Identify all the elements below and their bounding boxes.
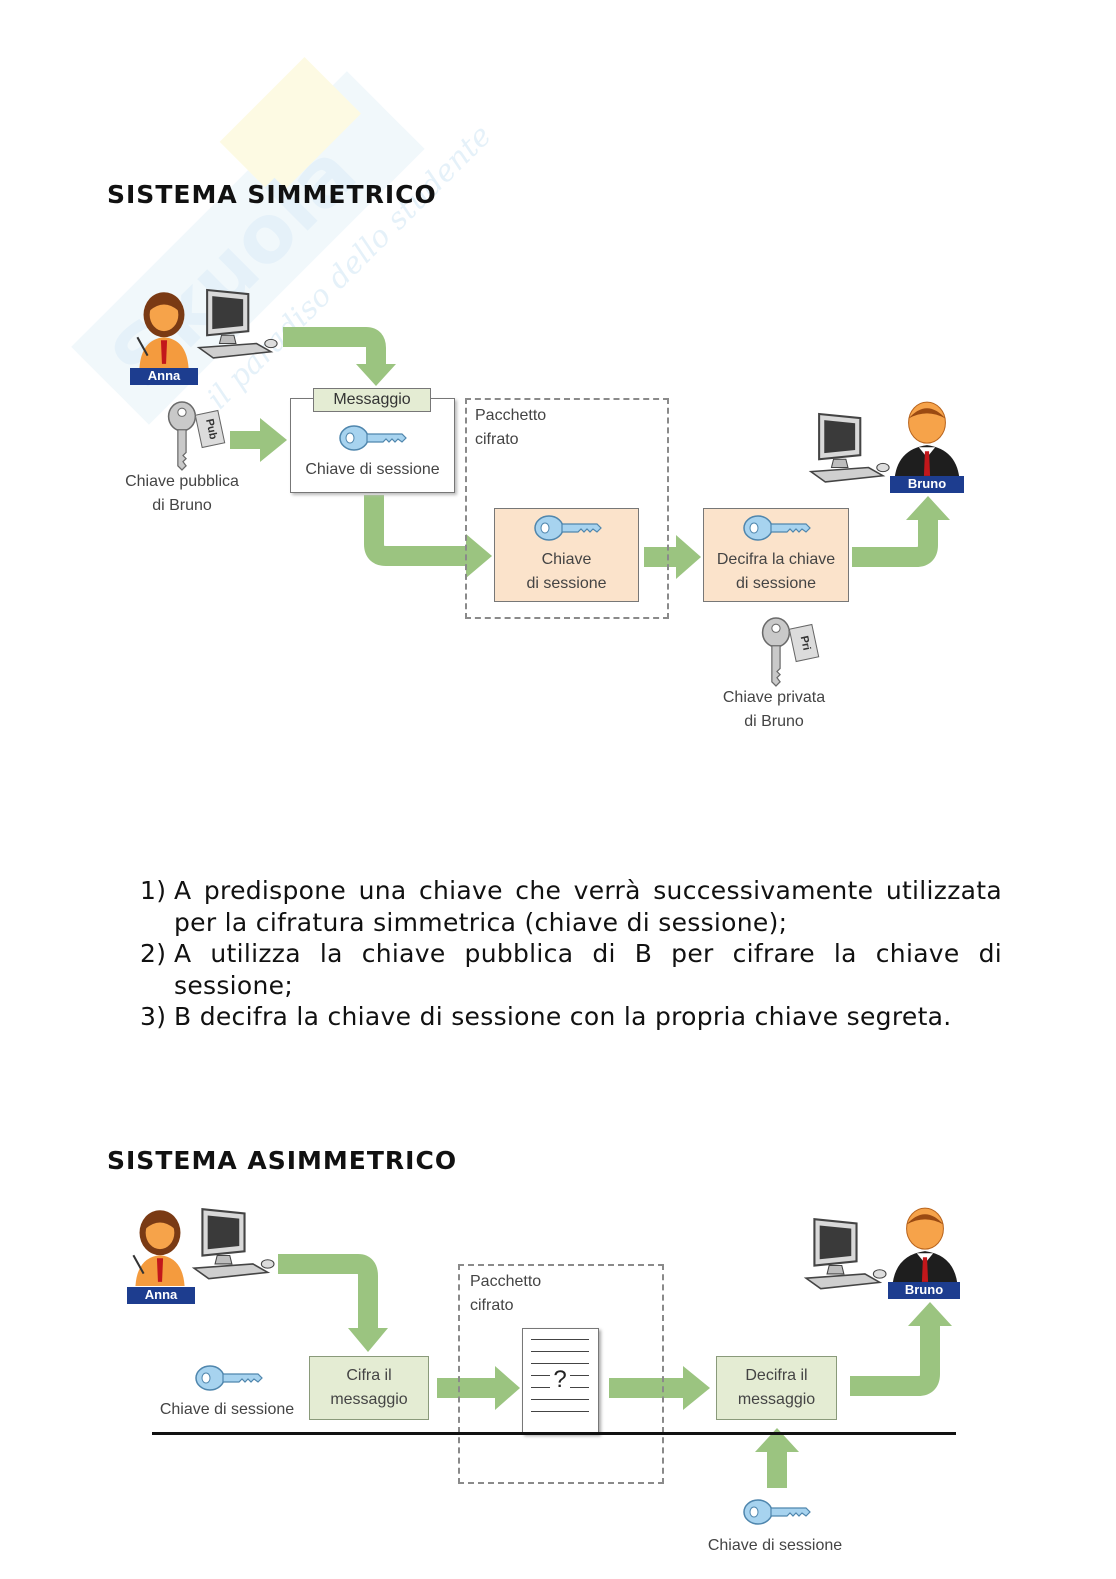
session-key-icon-2 [195, 1365, 263, 1391]
anna-name-tag: Anna [130, 368, 198, 385]
section-title-symmetric: SISTEMA SIMMETRICO [107, 180, 437, 209]
baseline-divider [152, 1432, 956, 1435]
bruno-name-tag-2: Bruno [888, 1282, 960, 1299]
steps-list: 1)A predispone una chiave che verrà succ… [140, 875, 1002, 1033]
packet-label: Pacchetto cifrato [475, 407, 547, 448]
private-key-label: Chiave privata di Bruno [722, 689, 826, 730]
encrypt-message-box [309, 1356, 429, 1420]
encrypted-session-key-label: Chiave di sessione [526, 551, 607, 592]
step-item: 1)A predispone una chiave che verrà succ… [140, 876, 1002, 937]
bruno-name-tag: Bruno [890, 476, 964, 493]
step-item: 3)B decifra la chiave di sessione con la… [140, 1002, 952, 1031]
section-title-asymmetric: SISTEMA ASIMMETRICO [107, 1146, 458, 1175]
bruno-person-icon-2 [891, 1207, 959, 1289]
decrypt-message-box [716, 1356, 837, 1420]
public-key-label: Chiave pubblica di Bruno [125, 473, 239, 514]
bruno-computer-icon-2 [804, 1218, 888, 1290]
encrypted-document-icon: ? [522, 1328, 599, 1434]
anna-name-tag-2: Anna [127, 1287, 195, 1304]
decrypt-session-key-label: Decifra la chiave di sessione [716, 551, 836, 592]
step-item: 2)A utilizza la chiave pubblica di B per… [140, 939, 1002, 1000]
encrypted-packet-area-2 [458, 1264, 664, 1484]
message-box [290, 398, 455, 493]
bottom-session-key-label: Chiave di sessione [707, 1537, 843, 1554]
message-box-title: Messaggio [313, 388, 431, 412]
encrypted-packet-area [465, 398, 669, 619]
message-session-key-label: Chiave di sessione [305, 461, 440, 478]
session-key-label-2: Chiave di sessione [159, 1401, 295, 1418]
encrypt-message-label: Cifra il messaggio [330, 1367, 408, 1408]
bottom-session-key-icon [743, 1499, 811, 1525]
packet-label-2: Pacchetto cifrato [470, 1273, 542, 1314]
decrypt-message-label: Decifra il messaggio [737, 1367, 816, 1408]
